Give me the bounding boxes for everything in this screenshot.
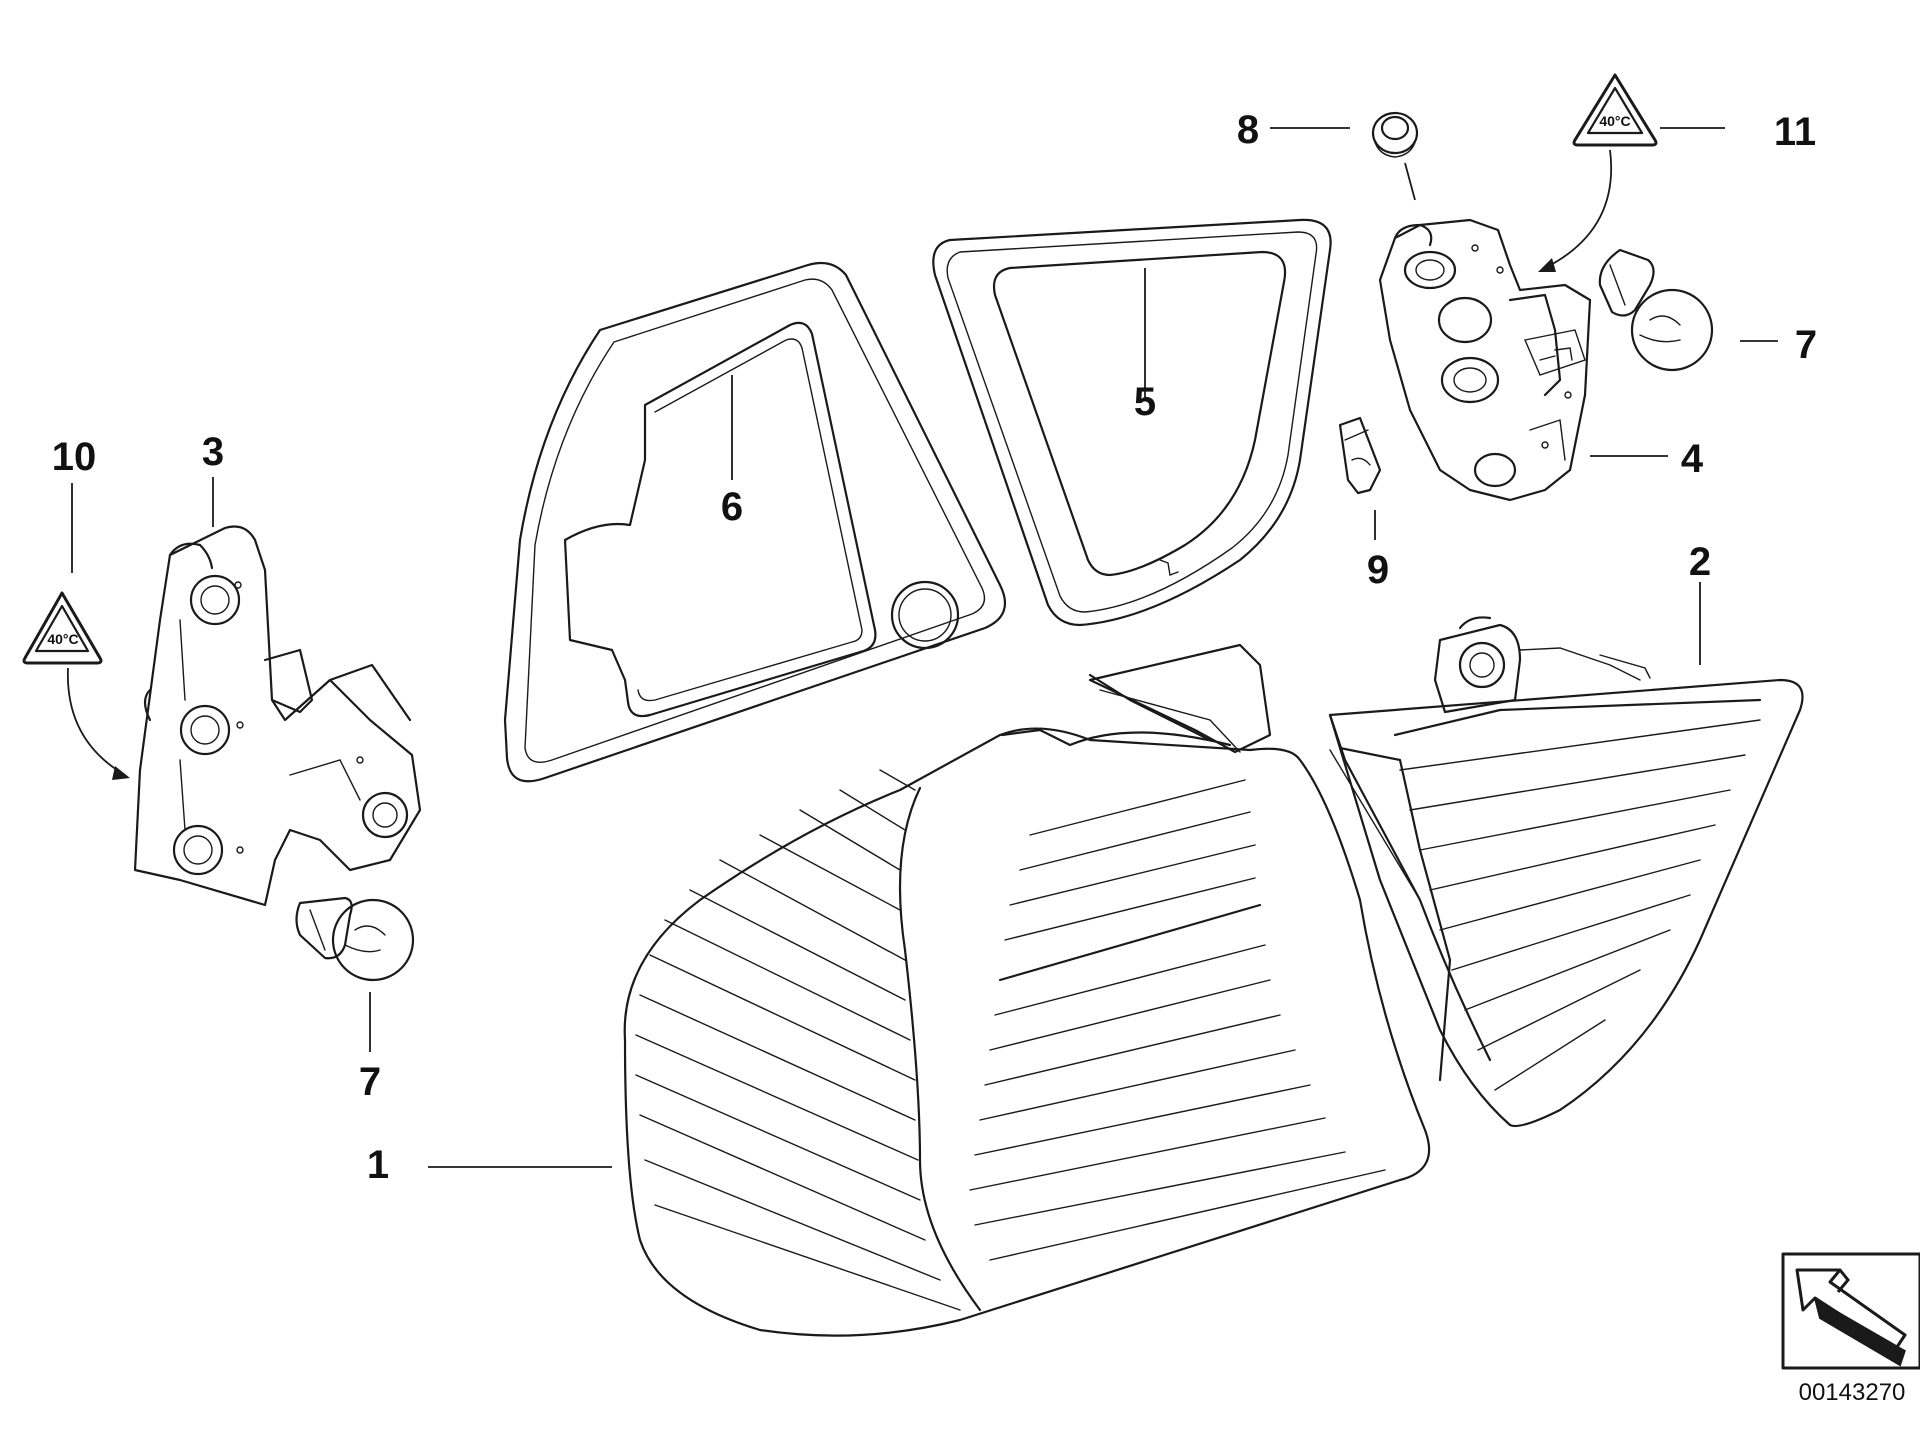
tail-light-inner-part <box>1328 616 1804 1128</box>
warning-symbol-right-icon: 40°C <box>1572 73 1658 147</box>
bulb-left-part <box>295 896 415 982</box>
orientation-box: 00143270 <box>1781 1252 1920 1406</box>
callout-7-right: 7 <box>1795 323 1817 367</box>
lens-ribs-side <box>635 769 961 1311</box>
callout-4: 4 <box>1681 437 1704 481</box>
grommet-part <box>1371 111 1419 158</box>
leader-lines <box>71 127 1778 1168</box>
warning-symbol-left-icon: 40°C <box>22 591 103 665</box>
callout-9: 9 <box>1367 548 1389 592</box>
orientation-arrow-icon <box>1795 1268 1907 1367</box>
bulb-carrier-left-part <box>133 525 422 907</box>
gasket-outer-part <box>503 261 1007 783</box>
callout-3: 3 <box>202 430 224 474</box>
callout-1: 1 <box>367 1143 389 1187</box>
arrow-curved-right-icon <box>1538 149 1612 272</box>
warning-symbol-right-text: 40°C <box>1599 113 1630 129</box>
callout-10: 10 <box>52 435 97 479</box>
diagram-number: 00143270 <box>1799 1379 1906 1406</box>
callout-8: 8 <box>1237 108 1259 152</box>
inner-light-socket <box>1433 616 1651 714</box>
callout-2: 2 <box>1689 540 1711 584</box>
lens-ribs-outer <box>969 779 1386 1261</box>
gasket-inner-part <box>932 218 1332 627</box>
callout-6: 6 <box>721 485 743 529</box>
callout-5: 5 <box>1134 380 1156 424</box>
lens-ribs-inner <box>1399 719 1761 1091</box>
callout-7-left: 7 <box>359 1060 381 1104</box>
arrow-curved-left-icon <box>67 667 130 780</box>
bulb-carrier-right-part <box>1378 218 1592 502</box>
warning-symbol-left-text: 40°C <box>47 631 78 647</box>
wedge-bulb-part <box>1338 416 1382 495</box>
bulb-right-part <box>1598 248 1714 372</box>
callout-11: 11 <box>1774 110 1816 154</box>
tail-light-outer-part <box>623 643 1431 1337</box>
callouts: 1 2 3 4 5 6 7 7 8 9 10 11 <box>52 108 1817 1187</box>
